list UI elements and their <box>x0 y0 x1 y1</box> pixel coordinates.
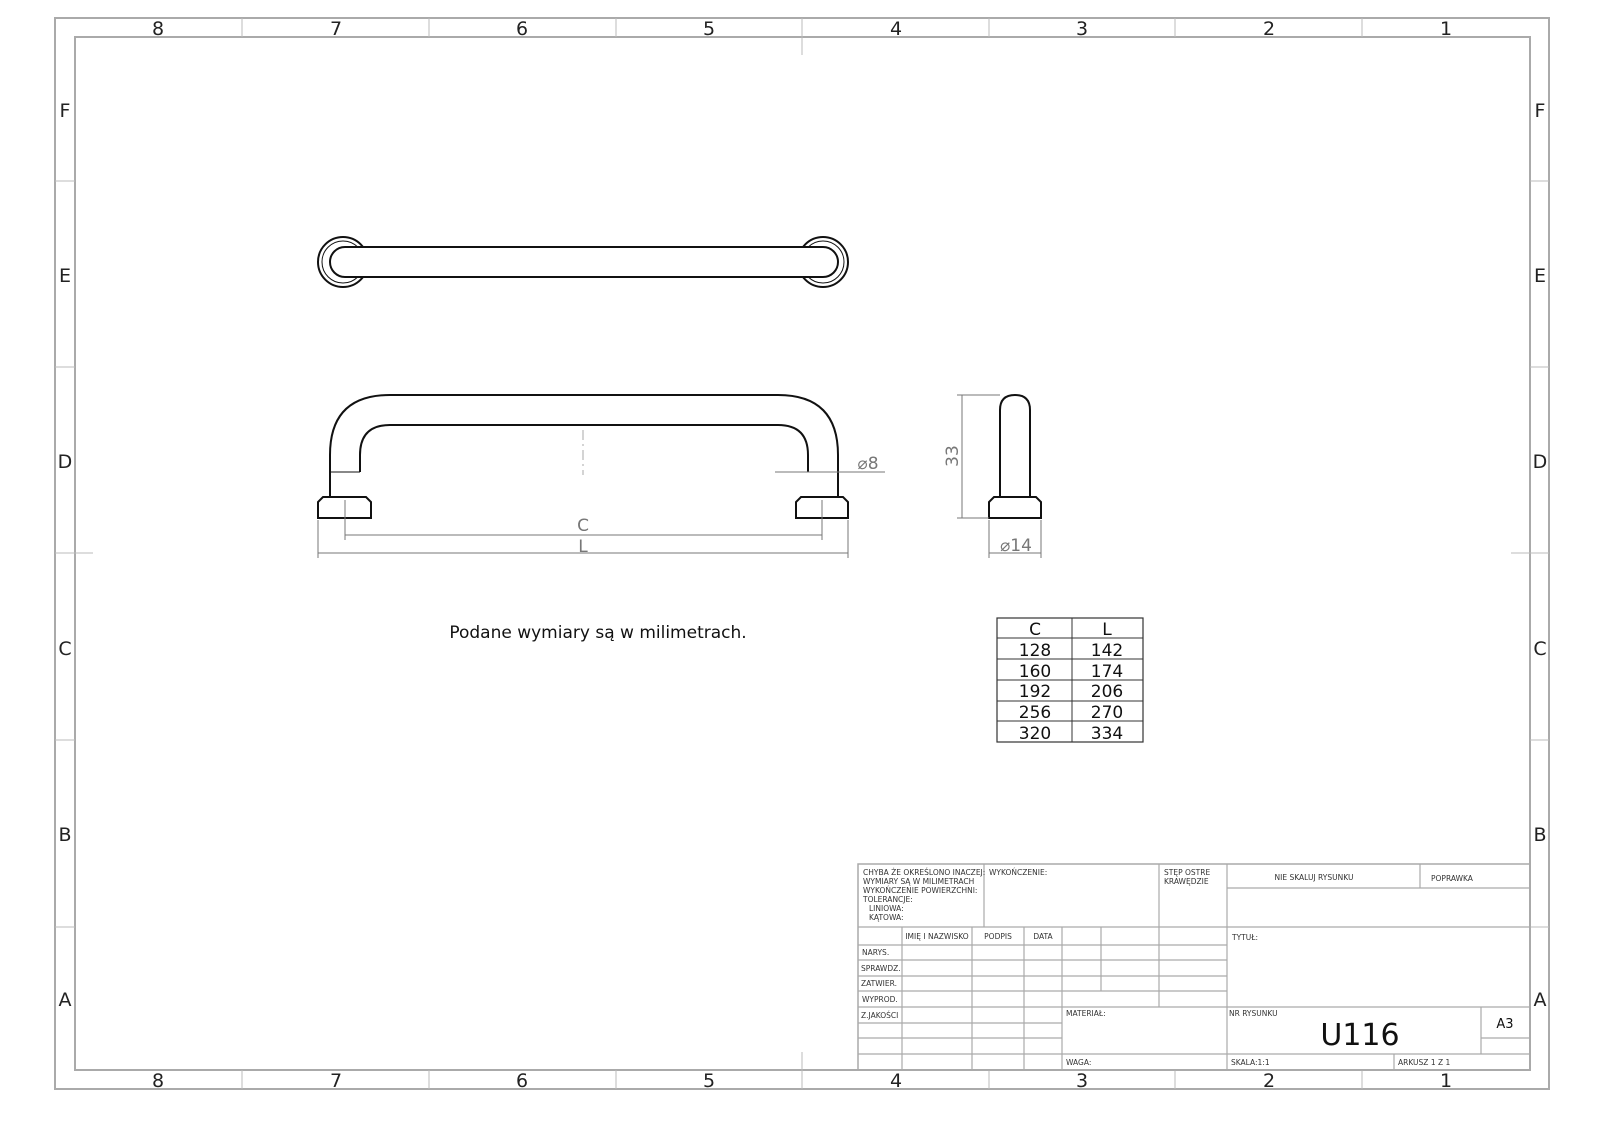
zone-row: F <box>60 100 71 122</box>
dimension-height: 33 <box>943 445 963 467</box>
date-header: DATA <box>1033 932 1053 941</box>
weight-label: WAGA: <box>1066 1058 1091 1067</box>
general-note: CHYBA ŻE OKREŚLONO INACZEJ: <box>863 868 985 877</box>
general-note: TOLERANCJE: <box>862 895 913 904</box>
top-view <box>317 236 849 288</box>
front-dimensions: C L ⌀8 <box>317 454 885 558</box>
zone-row: B <box>58 824 71 846</box>
zone-row: E <box>59 265 71 287</box>
sheet-number-label: ARKUSZ 1 Z 1 <box>1398 1058 1451 1067</box>
material-label: MATERIAŁ: <box>1066 1009 1106 1018</box>
zone-row: E <box>1534 265 1546 287</box>
table-cell: 206 <box>1091 682 1123 702</box>
zone-row: A <box>1534 989 1547 1011</box>
zone-col: 8 <box>152 1070 164 1092</box>
table-cell: 192 <box>1019 682 1051 702</box>
zone-col: 6 <box>516 18 528 40</box>
table-cell: 128 <box>1019 641 1051 661</box>
zone-col: 5 <box>703 18 715 40</box>
row-labels-right: F E D C B A <box>1533 100 1548 1011</box>
zone-col: 8 <box>152 18 164 40</box>
zone-row: B <box>1533 824 1546 846</box>
zone-row: A <box>59 989 72 1011</box>
role-label: ZATWIER. <box>861 979 897 988</box>
role-label: NARYS. <box>862 948 889 957</box>
zone-col: 4 <box>890 1070 902 1092</box>
size-table: C L 128 142 160 174 192 206 256 270 320 … <box>996 617 1144 744</box>
units-note: Podane wymiary są w milimetrach. <box>449 623 746 643</box>
zone-col: 2 <box>1263 1070 1275 1092</box>
column-labels-bottom: 8 7 6 5 4 3 2 1 <box>152 1070 1452 1092</box>
scale-label: SKALA:1:1 <box>1231 1058 1270 1067</box>
dimension-c: C <box>577 516 589 536</box>
zone-col: 6 <box>516 1070 528 1092</box>
do-not-scale-label: NIE SKALUJ RYSUNKU <box>1275 873 1354 882</box>
name-header: IMIĘ I NAZWISKO <box>905 932 968 941</box>
general-note: WYMIARY SĄ W MILIMETRACH <box>863 877 974 886</box>
table-cell: 142 <box>1091 641 1123 661</box>
table-cell: 174 <box>1091 662 1123 682</box>
zone-col: 1 <box>1440 18 1452 40</box>
zone-col: 7 <box>330 18 342 40</box>
role-label: Z.JAKOŚCI <box>861 1011 898 1020</box>
table-cell: 270 <box>1091 703 1123 723</box>
zone-row: C <box>58 638 71 660</box>
table-cell: 256 <box>1019 703 1051 723</box>
title-label: TYTUŁ: <box>1231 933 1258 942</box>
zone-row: D <box>1533 451 1548 473</box>
drawing-number-label: NR RYSUNKU <box>1229 1009 1278 1018</box>
role-label: WYPROD. <box>862 995 898 1004</box>
sheet-size: A3 <box>1496 1017 1513 1032</box>
side-view: 33 ⌀14 <box>943 393 1042 558</box>
table-header-c: C <box>1029 620 1041 640</box>
zone-row: F <box>1535 100 1546 122</box>
front-view <box>317 394 849 519</box>
dimension-rod-diameter: ⌀8 <box>857 454 878 474</box>
row-labels-left: F E D C B A <box>58 100 73 1011</box>
zone-col: 3 <box>1076 18 1088 40</box>
zone-col: 5 <box>703 1070 715 1092</box>
signature-header: PODPIS <box>984 932 1012 941</box>
sheet-frame: 8 7 6 5 4 3 2 1 8 7 6 5 4 3 2 1 F E D C … <box>54 17 1550 1092</box>
role-label: SPRAWDZ. <box>861 964 901 973</box>
deburr-label: KRAWĘDZIE <box>1164 877 1209 886</box>
zone-row: C <box>1533 638 1546 660</box>
revision-label: POPRAWKA <box>1431 874 1474 883</box>
dimension-foot-diameter: ⌀14 <box>1000 536 1032 556</box>
zone-col: 3 <box>1076 1070 1088 1092</box>
table-cell: 320 <box>1019 724 1051 744</box>
title-block: CHYBA ŻE OKREŚLONO INACZEJ: WYMIARY SĄ W… <box>857 863 1531 1071</box>
drawing-number: U116 <box>1320 1018 1399 1053</box>
zone-col: 4 <box>890 18 902 40</box>
zone-row: D <box>58 451 73 473</box>
table-header-l: L <box>1102 620 1112 640</box>
general-note: LINIOWA: <box>869 904 904 913</box>
table-cell: 160 <box>1019 662 1051 682</box>
zone-col: 1 <box>1440 1070 1452 1092</box>
zone-col: 2 <box>1263 18 1275 40</box>
deburr-label: STĘP OSTRE <box>1164 868 1210 877</box>
table-cell: 334 <box>1091 724 1123 744</box>
general-note: KĄTOWA: <box>869 913 903 922</box>
general-note: WYKOŃCZENIE POWIERZCHNI: <box>863 886 977 895</box>
dimension-l: L <box>578 537 588 557</box>
zone-col: 7 <box>330 1070 342 1092</box>
finish-label: WYKOŃCZENIE: <box>989 868 1047 877</box>
column-labels-top: 8 7 6 5 4 3 2 1 <box>152 18 1452 40</box>
